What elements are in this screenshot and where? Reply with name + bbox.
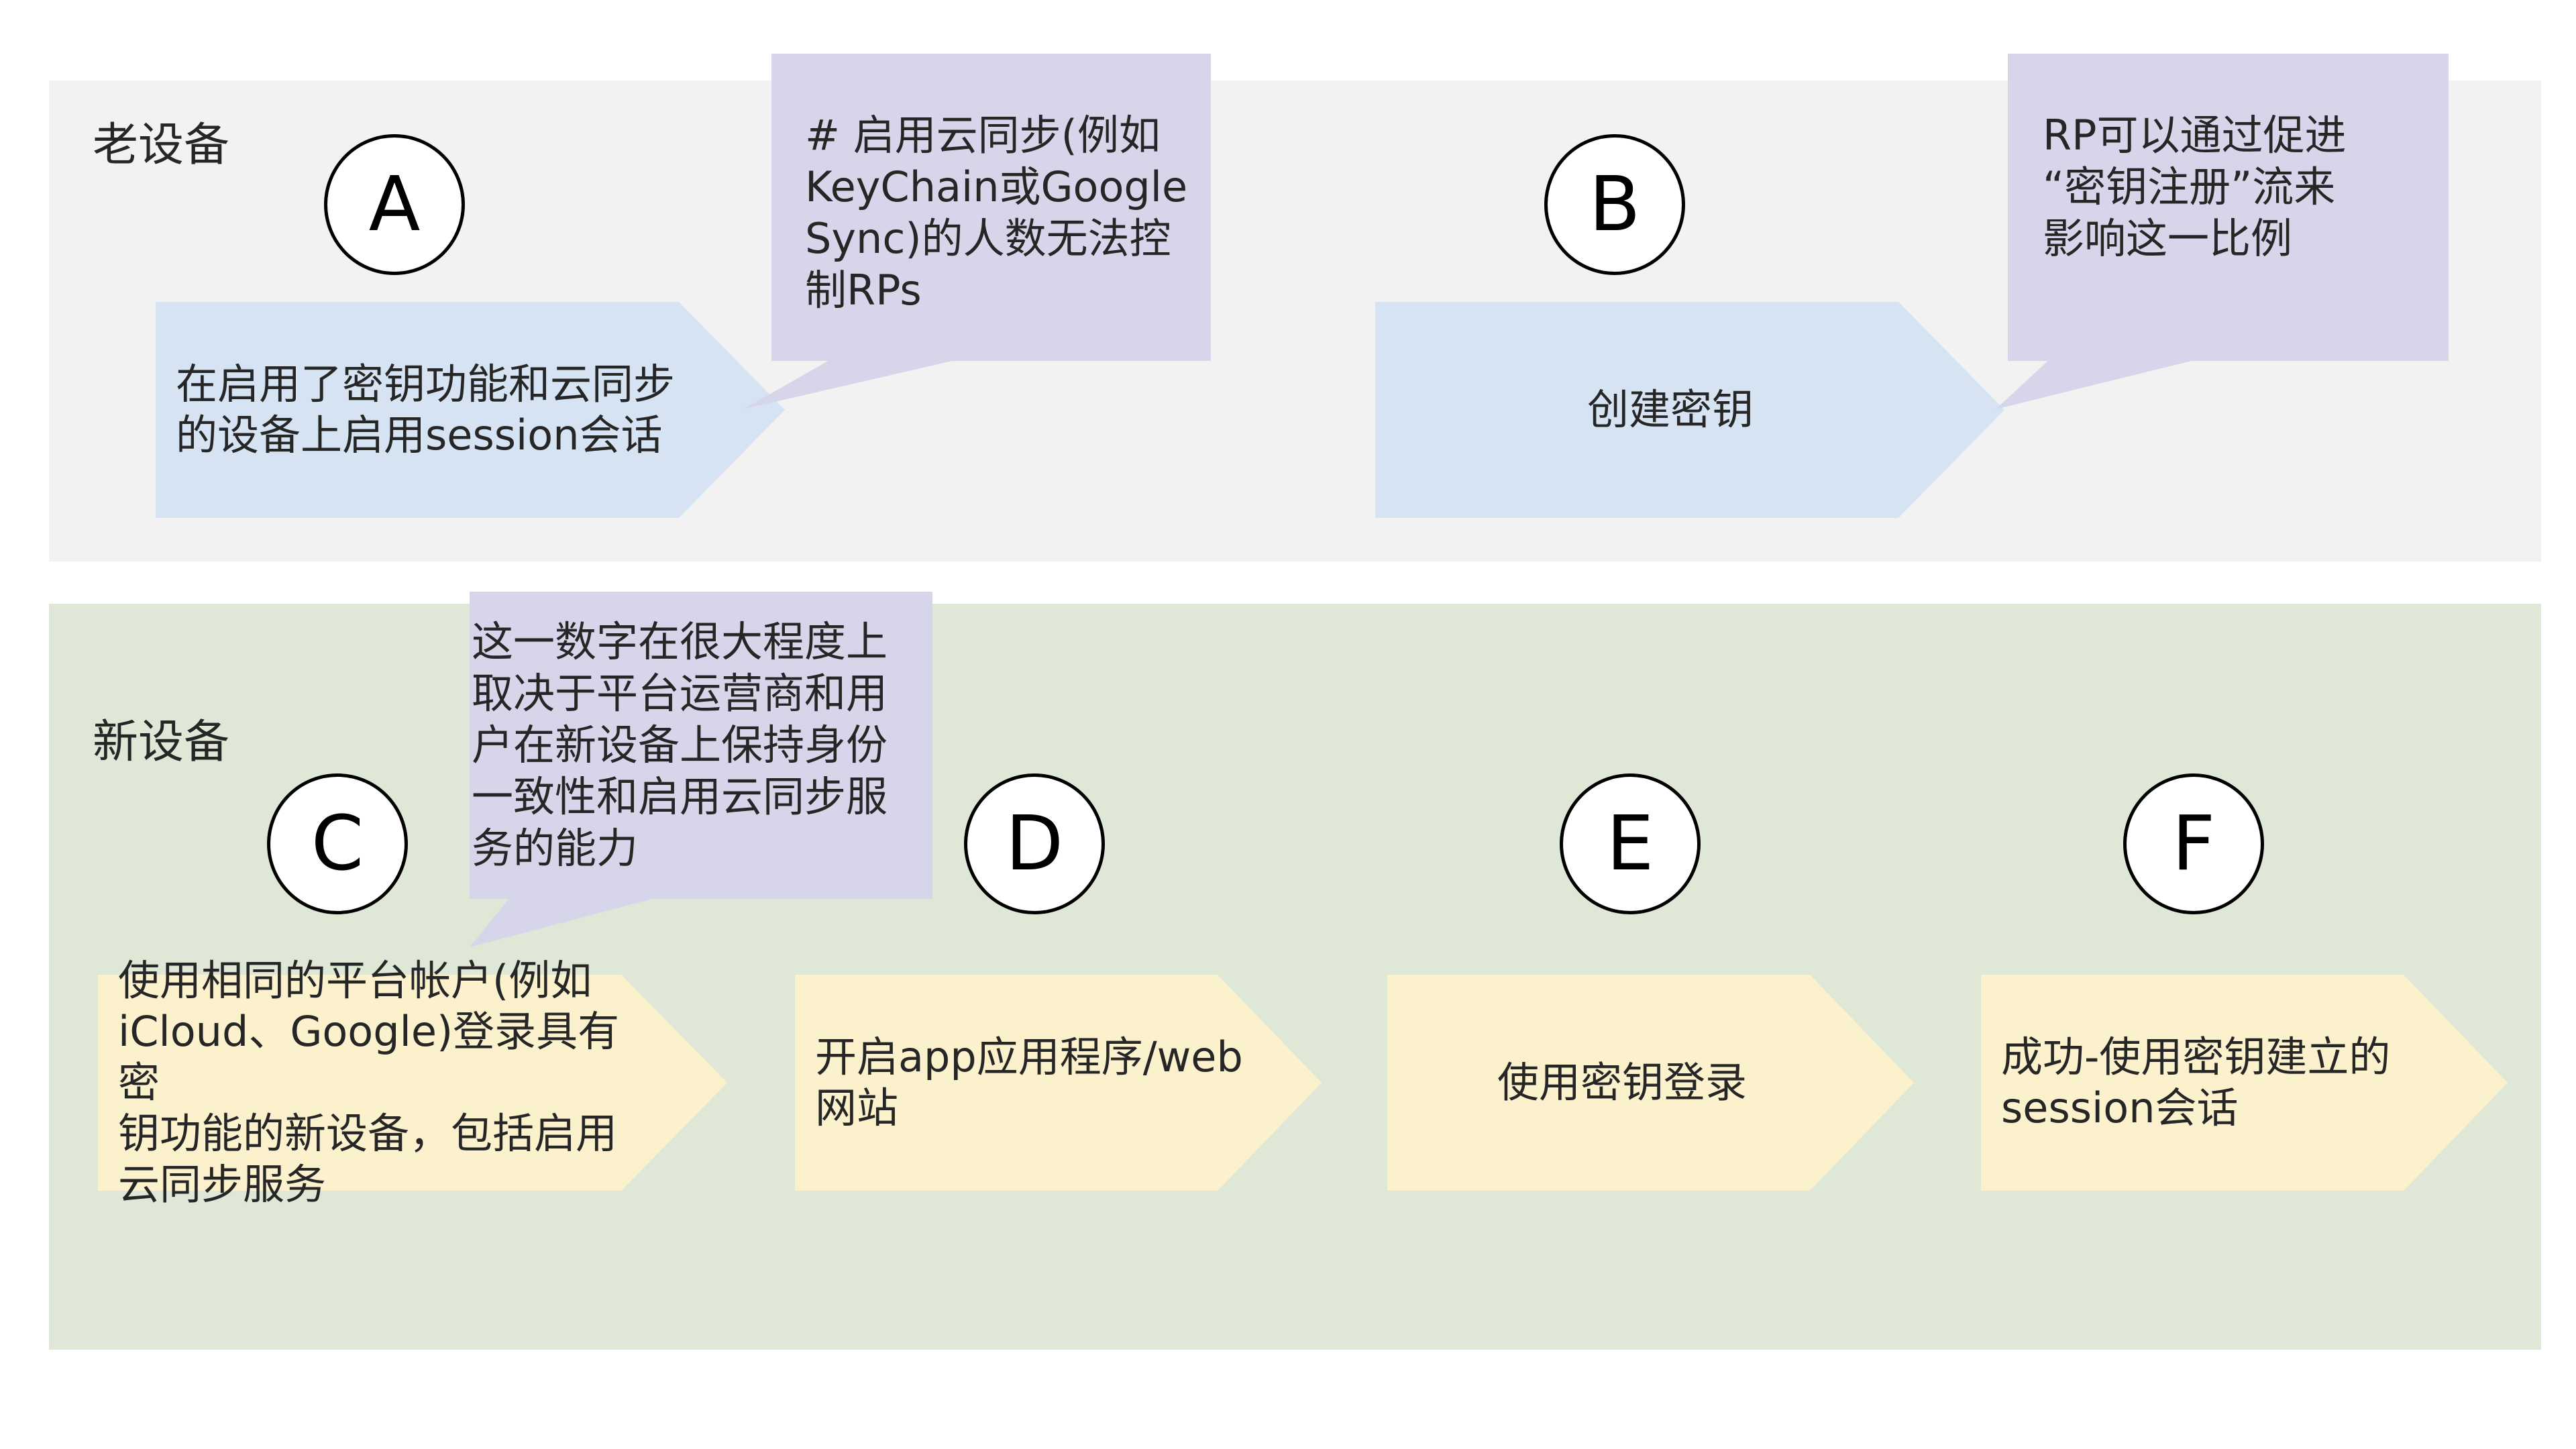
step-f-text: 成功-使用密钥建立的 session会话 xyxy=(2001,1032,2391,1132)
new-device-label: 新设备 xyxy=(93,716,230,769)
step-a-arrow xyxy=(156,302,785,518)
step-e-marker: E xyxy=(1560,773,1701,914)
step-f-marker: F xyxy=(2123,773,2264,914)
callout-rp-ratio-shape xyxy=(1996,54,2449,409)
step-d-arrow xyxy=(795,975,1322,1191)
callout-cloud-sync-shape xyxy=(743,54,1211,409)
step-b-marker: B xyxy=(1544,134,1685,275)
step-b-arrow xyxy=(1375,302,2004,518)
step-d-text: 开启app应用程序/web 网站 xyxy=(815,1032,1243,1132)
step-c-arrow xyxy=(98,975,727,1191)
callout-cloud-sync-text: # 启用云同步(例如 KeyChain或Google Sync)的人数无法控 制… xyxy=(805,111,1188,315)
callout-rp-ratio-text: RP可以通过促进 “密钥注册”流来 影响这一比例 xyxy=(2043,111,2347,263)
step-e-text: 使用密钥登录 xyxy=(1497,1058,1747,1107)
step-a-text: 在启用了密钥功能和云同步 的设备上启用session会话 xyxy=(176,360,676,460)
step-b-text: 创建密钥 xyxy=(1587,385,1754,434)
step-a-marker: A xyxy=(324,134,465,275)
step-c-text: 使用相同的平台帐户(例如 iCloud、Google)登录具有密 钥功能的新设备… xyxy=(118,956,620,1209)
step-d-marker: D xyxy=(964,773,1105,914)
step-c-marker: C xyxy=(267,773,408,914)
step-f-arrow xyxy=(1981,975,2508,1191)
callout-platform-identity-shape xyxy=(470,592,932,947)
callout-platform-identity-text: 这一数字在很大程度上 取决于平台运营商和用 户在新设备上保持身份 一致性和启用云… xyxy=(472,617,888,873)
old-device-label: 老设备 xyxy=(93,119,230,172)
step-e-arrow xyxy=(1387,975,1914,1191)
